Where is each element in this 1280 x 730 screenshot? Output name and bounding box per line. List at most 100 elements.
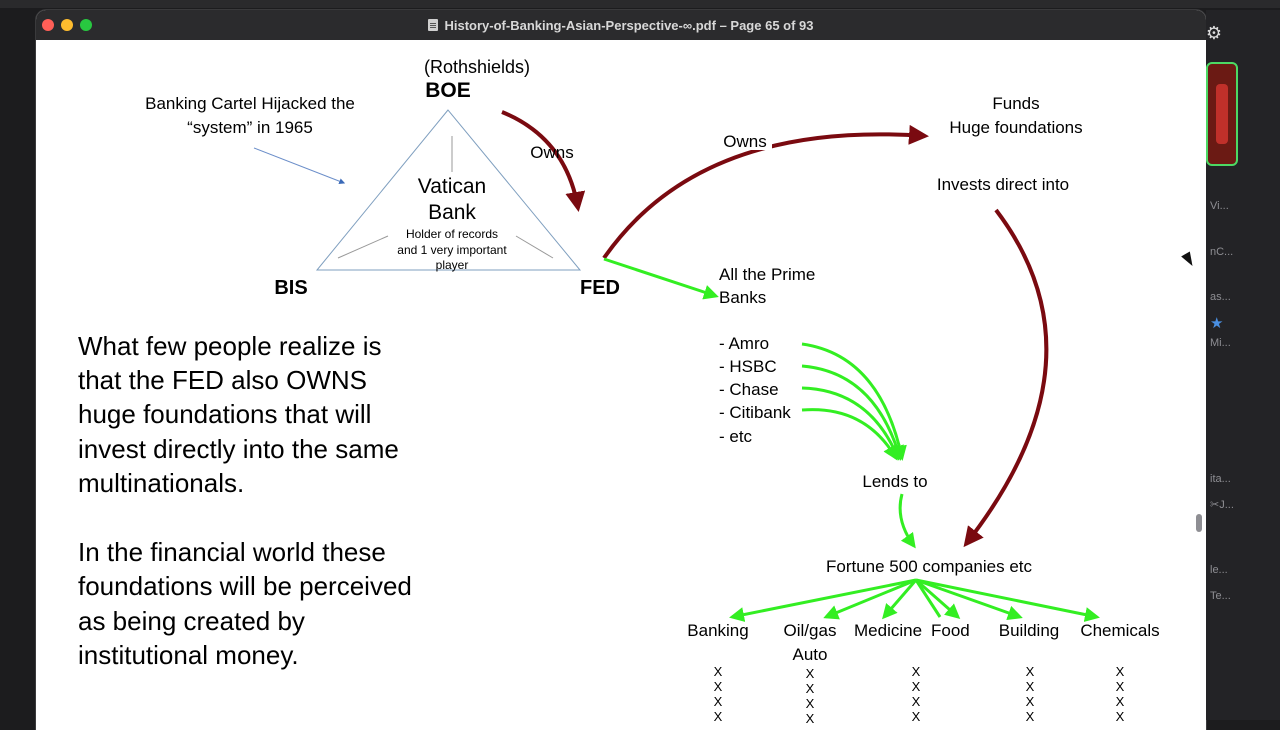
- invests-label: Invests direct into: [937, 175, 1069, 194]
- sidebar-item[interactable]: Vi...: [1210, 200, 1229, 212]
- close-button[interactable]: [42, 19, 54, 31]
- gear-icon[interactable]: ⚙: [1205, 23, 1223, 43]
- boe-label: BOE: [425, 79, 471, 102]
- bank-list-item: - Amro: [719, 334, 769, 353]
- prime-banks-label-line1: All the Prime: [719, 265, 815, 284]
- x-mark: X: [1026, 679, 1035, 694]
- x-mark: X: [1026, 709, 1035, 724]
- x-mark: X: [1116, 679, 1125, 694]
- minimize-button[interactable]: [61, 19, 73, 31]
- bank-list-item: - HSBC: [719, 357, 777, 376]
- sector-food: Food: [931, 621, 970, 640]
- to-medicine-arrow: [882, 579, 918, 620]
- triangle-divider-right: [515, 235, 554, 259]
- boe-owns-fed-arrow: [501, 110, 586, 212]
- to-oilgas-arrow: [823, 578, 917, 620]
- sidebar-item[interactable]: as...: [1210, 291, 1231, 303]
- power-triangle: [315, 109, 582, 271]
- sector-auto: Auto: [793, 645, 828, 664]
- x-mark: X: [806, 711, 815, 726]
- x-mark: X: [1026, 694, 1035, 709]
- x-mark: X: [912, 709, 921, 724]
- chase-lends-arrow: [801, 386, 901, 461]
- diagram-canvas: (Rothshields) BOE BIS FED Banking Cartel…: [78, 57, 1160, 726]
- funds-label-line2: Huge foundations: [949, 118, 1082, 137]
- x-mark: X: [714, 664, 723, 679]
- document-icon: [428, 19, 439, 31]
- hsbc-lends-arrow: [801, 364, 904, 461]
- window-title-wrap: History-of-Banking-Asian-Perspective-∞.p…: [36, 10, 1206, 40]
- foundations-invest-arrow: [963, 208, 1049, 548]
- to-banking-arrow: [729, 578, 917, 622]
- sidebar-item[interactable]: Te...: [1210, 590, 1231, 602]
- cartel-label-line2: “system” in 1965: [187, 118, 313, 137]
- fed-label: FED: [580, 277, 620, 299]
- sector-building: Building: [999, 621, 1060, 640]
- vatican-label-line1: Vatican: [418, 175, 487, 198]
- fed-to-prime-banks-arrow: [603, 257, 719, 300]
- menu-bar: [0, 0, 1280, 8]
- cartel-label-line1: Banking Cartel Hijacked the: [145, 94, 355, 113]
- x-mark: X: [806, 696, 815, 711]
- to-food-arrow-2: [914, 579, 942, 618]
- paragraph-line: huge foundations that will: [78, 399, 371, 429]
- funds-label-line1: Funds: [992, 94, 1039, 113]
- sidebar-item[interactable]: ita...: [1210, 473, 1231, 485]
- sidebar-item[interactable]: le...: [1210, 564, 1228, 576]
- x-mark: X: [1116, 694, 1125, 709]
- triangle-divider-left: [337, 235, 389, 259]
- sidebar-item[interactable]: Mi...: [1210, 337, 1231, 349]
- maximize-button[interactable]: [80, 19, 92, 31]
- sidebar-item[interactable]: nC...: [1210, 246, 1234, 258]
- lends-to-label: Lends to: [862, 472, 927, 491]
- rothschilds-label: (Rothshields): [424, 57, 530, 77]
- paragraph-line: as being created by: [78, 606, 305, 636]
- sector-medicine: Medicine: [854, 621, 922, 640]
- x-mark: X: [714, 709, 723, 724]
- sidebar-item[interactable]: ✂J...: [1210, 499, 1234, 511]
- paragraph-line: institutional money.: [78, 640, 299, 670]
- fortune-500-label: Fortune 500 companies etc: [826, 557, 1033, 576]
- paragraph-line: In the financial world these: [78, 537, 386, 567]
- x-mark: X: [912, 679, 921, 694]
- x-mark: X: [806, 681, 815, 696]
- paragraph-line: foundations will be perceived: [78, 571, 412, 601]
- owns-label-right: Owns: [723, 132, 766, 151]
- holder-label-line2: and 1 very important: [397, 243, 507, 257]
- thumbnail-figure: [1216, 84, 1228, 144]
- bank-list-item: - Citibank: [719, 403, 791, 422]
- to-building-arrow: [915, 578, 1023, 621]
- bank-list-item: - Chase: [719, 380, 779, 399]
- owns-label-left: Owns: [530, 143, 573, 162]
- prime-banks-label-line2: Banks: [719, 288, 766, 307]
- title-bar: History-of-Banking-Asian-Perspective-∞.p…: [36, 10, 1206, 40]
- window-title: History-of-Banking-Asian-Perspective-∞.p…: [444, 17, 814, 33]
- x-mark: X: [714, 694, 723, 709]
- bank-list-item: - etc: [719, 427, 753, 446]
- owns-label-bg: [718, 128, 772, 150]
- amro-lends-arrow: [801, 342, 907, 461]
- holder-label-line1: Holder of records: [406, 227, 498, 241]
- to-food-arrow: [915, 578, 961, 619]
- x-mark: X: [912, 694, 921, 709]
- paragraph-line: invest directly into the same: [78, 434, 399, 464]
- to-chemicals-arrow: [915, 578, 1100, 622]
- sector-banking: Banking: [687, 621, 748, 640]
- lends-to-fortune-arrow: [898, 493, 916, 549]
- x-mark: X: [1116, 664, 1125, 679]
- citibank-lends-arrow: [801, 408, 898, 461]
- x-mark: X: [714, 679, 723, 694]
- x-marks: X X X X X X X X X X X X X X X X X X X X: [714, 664, 1125, 726]
- paragraph-line: that the FED also OWNS: [78, 365, 367, 395]
- sector-chemicals: Chemicals: [1080, 621, 1159, 640]
- video-thumbnail[interactable]: [1206, 62, 1238, 166]
- sector-oilgas: Oil/gas: [784, 621, 837, 640]
- x-mark: X: [806, 666, 815, 681]
- x-mark: X: [1116, 709, 1125, 724]
- holder-label-line3: player: [436, 258, 469, 272]
- x-mark: X: [1026, 664, 1035, 679]
- paragraph-one: What few people realize is that the FED …: [78, 331, 399, 498]
- bis-label: BIS: [274, 277, 307, 299]
- scrollbar-thumb[interactable]: [1196, 514, 1202, 532]
- sector-arrows: [729, 578, 1100, 622]
